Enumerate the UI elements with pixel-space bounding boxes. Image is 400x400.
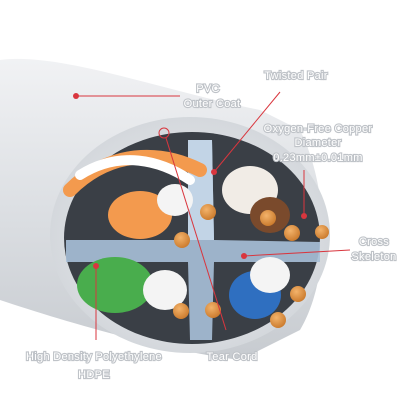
hdpe-label-line1: High Density Polyethylene [26,351,162,363]
orange-pair [63,149,216,248]
copper-label-line1: Oxygen-Free Copper [264,123,373,135]
brown-pair [222,166,329,241]
hdpe-label-line2: HDPE [78,369,110,381]
tear-cord-label: Tear Cord [207,351,258,363]
leader-lines [76,91,351,340]
copper-label-line2: Diameter [294,137,341,149]
pvc-label-line1: PVC [196,83,220,95]
tear-cord [158,127,170,139]
cross-skeleton-label-line1: Cross [359,236,389,248]
blue-pair [229,257,306,328]
leader-dots [73,93,307,269]
copper-label-line3: 0.23mm±0.01mm [273,152,362,164]
twisted-pair-label: Twisted Pair [264,70,328,82]
cross-skeleton-label-line2: Skeleton [351,251,396,263]
pvc-label-line2: Outer Coat [184,98,241,110]
